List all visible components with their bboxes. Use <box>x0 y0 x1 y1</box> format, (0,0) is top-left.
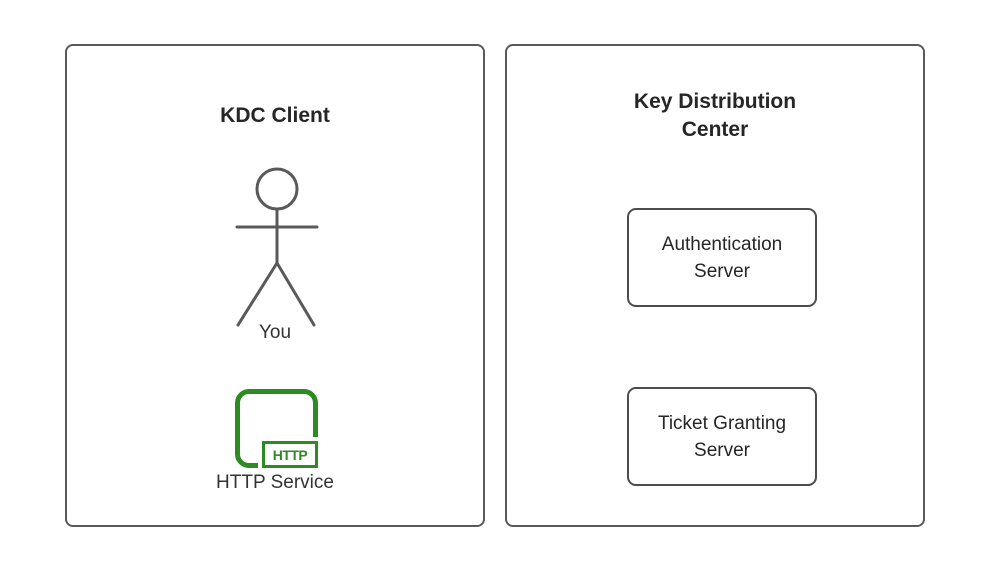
kdc-client-title-text: KDC Client <box>220 104 330 127</box>
http-service-icon: HTTP <box>235 389 318 468</box>
authentication-server-label: Authentication Server <box>661 233 783 282</box>
http-service-label: HTTP Service <box>216 472 334 493</box>
user-actor-icon <box>235 167 319 327</box>
ticket-granting-server-label: Ticket Granting Server <box>657 412 787 461</box>
http-badge-text: HTTP <box>262 441 318 468</box>
key-distribution-center-panel: Key Distribution Center Authentication S… <box>505 44 925 527</box>
http-badge: HTTP <box>258 437 318 468</box>
kdc-title: Key Distribution Center <box>507 88 923 144</box>
actor-label: You <box>258 322 292 343</box>
kdc-client-panel: KDC Client You HTTP HTTP Service <box>65 44 485 527</box>
kdc-client-title: KDC Client <box>67 102 483 130</box>
authentication-server-box: Authentication Server <box>627 208 817 307</box>
ticket-granting-server-box: Ticket Granting Server <box>627 387 817 486</box>
kdc-title-text: Key Distribution Center <box>633 90 797 141</box>
